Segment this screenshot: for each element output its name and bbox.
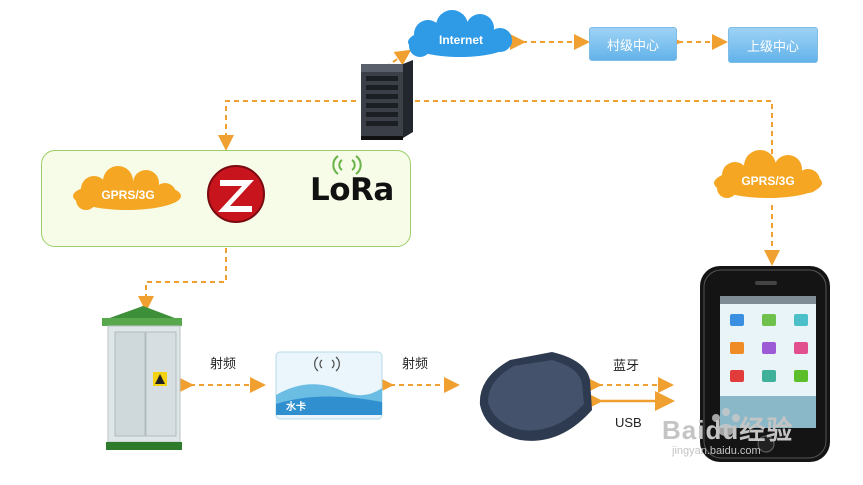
watermark-brand: Baidu经验: [662, 415, 794, 445]
usb-label: USB: [615, 415, 642, 430]
link-server-internet: [377, 49, 412, 73]
village-center-box: 村级中心: [589, 27, 677, 61]
gprs-right-label: GPRS/3G: [741, 174, 795, 188]
watermark-url: jingyan.baidu.com: [672, 445, 761, 457]
server-icon: [361, 60, 413, 140]
rf-left-label: 射频: [210, 356, 237, 371]
link-server-phone: [394, 93, 773, 168]
internet-label: Internet: [438, 33, 483, 47]
upper-center-box: 上级中心: [728, 27, 818, 63]
water-card-icon: [275, 351, 383, 420]
bluetooth-label: 蓝牙: [613, 358, 640, 373]
lora-label: LoRa: [310, 172, 394, 208]
rf-right-label: 射频: [402, 356, 429, 371]
link-server-panel: [218, 100, 356, 151]
link-panel-cabinet: [138, 248, 227, 312]
internet-cloud-icon: [408, 10, 512, 57]
gprs-left-label: GPRS/3G: [101, 188, 155, 202]
cabinet-icon: [102, 306, 182, 450]
card-reader-icon: [479, 352, 592, 441]
gprs-cloud-right-icon: [714, 150, 822, 198]
baidu-paw-icon: [712, 408, 740, 436]
card-title: 水卡: [286, 402, 306, 413]
smartphone-icon: [700, 266, 830, 462]
